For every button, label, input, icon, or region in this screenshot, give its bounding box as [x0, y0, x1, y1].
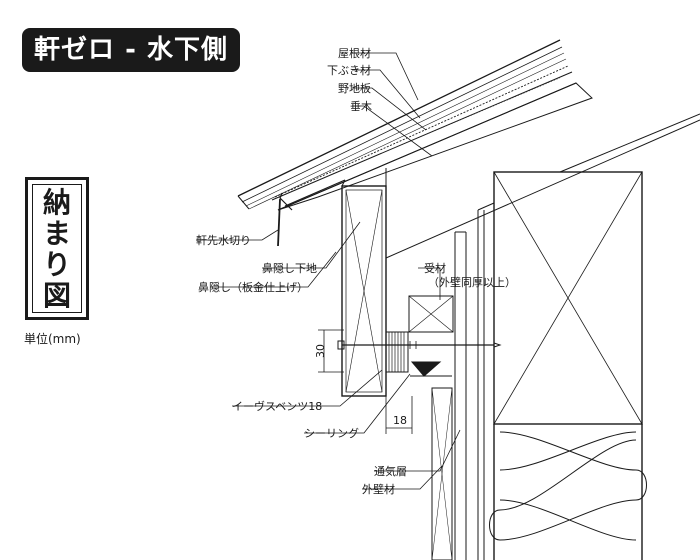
eave-vent — [385, 331, 409, 373]
fascia-assembly — [341, 168, 387, 397]
label-underlay: 下ぶき材 — [327, 63, 371, 77]
drawing-type-label: 納 ま り 図 — [25, 177, 89, 320]
sealing — [410, 361, 452, 377]
label-support: 受材 — [424, 261, 446, 275]
page-title: 軒ゼロ - 水下側 — [22, 28, 240, 72]
label-eave-vent: イーヴスベンツ18 — [232, 399, 322, 413]
support-block — [408, 295, 454, 333]
underlay-layer — [274, 65, 569, 198]
label-rafter: 垂木 — [350, 100, 372, 113]
sheathing-wall — [477, 202, 495, 560]
label-drip-edge: 軒先水切り — [196, 234, 251, 247]
dimension-horizontal-value: 18 — [393, 414, 407, 427]
siding — [431, 387, 453, 560]
dimension-vertical-value: 30 — [314, 344, 327, 358]
label-fascia-base: 鼻隠し下地 — [262, 261, 317, 275]
ceiling-rafter-line — [385, 119, 700, 259]
interior-rafter-line — [559, 113, 700, 173]
sheathing-layer — [271, 71, 577, 211]
label-roofing: 屋根材 — [338, 46, 371, 60]
rafter — [277, 77, 593, 211]
drawing-type-char: 図 — [42, 278, 71, 312]
unit-label: 単位(mm) — [24, 332, 81, 346]
drawing-type-inner: 納 ま り 図 — [32, 184, 82, 313]
drawing-type-char: り — [42, 247, 71, 281]
insulation — [489, 431, 647, 541]
drip-edge — [277, 179, 346, 247]
dimension-horizontal — [385, 396, 413, 434]
label-siding: 外壁材 — [362, 482, 395, 496]
drawing-type-char: 納 — [42, 185, 71, 219]
label-sheathing: 野地板 — [338, 81, 371, 95]
label-air-layer: 通気層 — [374, 464, 407, 478]
label-sealing: シーリング — [304, 426, 359, 440]
air-layer — [454, 231, 467, 560]
fastener — [337, 340, 502, 350]
label-fascia: 鼻隠し（板金仕上げ） — [198, 280, 308, 294]
drawing-type-char: ま — [42, 216, 71, 250]
roofing-layer — [237, 39, 567, 210]
label-support-note: （外壁同厚以上） — [428, 275, 516, 289]
dimension-vertical — [318, 329, 344, 373]
leader-lines — [196, 52, 461, 490]
